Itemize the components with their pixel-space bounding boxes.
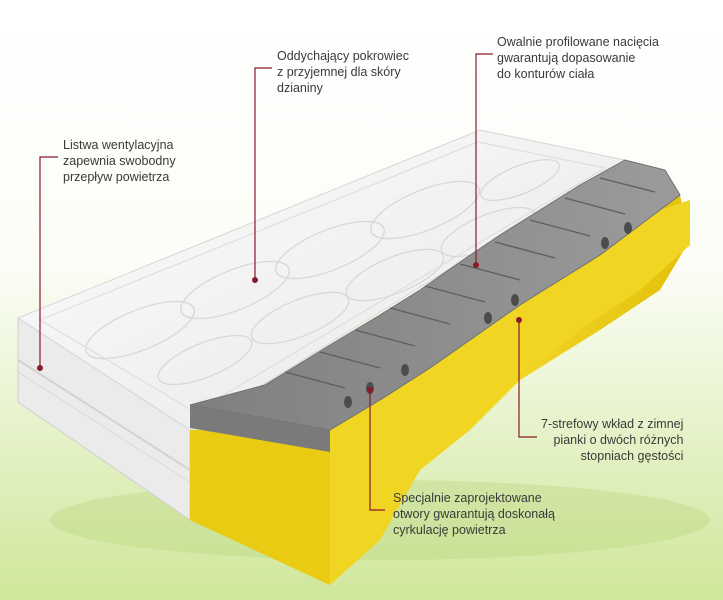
- foam-grey-side: [190, 405, 330, 452]
- callout-zones-line3: stopniach gęstości: [580, 449, 684, 463]
- callout-profile: Owalnie profilowane nacięcia gwarantują …: [497, 34, 659, 82]
- foam-yellow-wave: [330, 200, 690, 585]
- leader-dots: [37, 262, 522, 393]
- leader-lines: [39, 53, 537, 511]
- callout-ventilation: Listwa wentylacyjna zapewnia swobodny pr…: [63, 137, 176, 185]
- callout-holes-line3: cyrkulację powietrza: [393, 523, 506, 537]
- foam-yellow-side: [190, 430, 330, 585]
- callout-ventilation-line1: Listwa wentylacyjna: [63, 138, 174, 152]
- leader-ventilation: [39, 156, 58, 368]
- callout-zones: 7-strefowy wkład z zimnej pianki o dwóch…: [541, 416, 683, 464]
- callout-profile-line2: gwarantują dopasowanie: [497, 51, 636, 65]
- leader-cover: [254, 67, 272, 280]
- callout-holes-line1: Specjalnie zaprojektowane: [393, 491, 542, 505]
- ventilation-strip-seam-2: [17, 371, 191, 483]
- leader-holes: [369, 390, 385, 511]
- callout-ventilation-line2: zapewnia swobodny: [63, 154, 176, 168]
- callout-ventilation-line3: przepływ powietrza: [63, 170, 170, 184]
- callout-holes: Specjalnie zaprojektowane otwory gwarant…: [393, 490, 555, 538]
- foam-profile-cuts: [284, 177, 656, 389]
- callout-profile-line1: Owalnie profilowane nacięcia: [497, 35, 659, 49]
- leader-profile: [475, 53, 493, 265]
- leader-zones: [518, 320, 537, 438]
- callout-cover: Oddychający pokrowiec z przyjemnej dla s…: [277, 48, 409, 96]
- callout-cover-line1: Oddychający pokrowiec: [277, 49, 410, 63]
- callout-holes-line2: otwory gwarantują doskonałą: [393, 507, 555, 521]
- cover-quilting: [85, 158, 560, 386]
- callout-zones-line1: 7-strefowy wkład z zimnej: [541, 417, 684, 431]
- ventilation-strip-seam: [17, 359, 191, 471]
- cover-top-inner: [38, 141, 607, 413]
- callout-cover-line2: z przyjemnej dla skóry: [277, 65, 401, 79]
- callout-cover-line3: dzianiny: [277, 81, 323, 95]
- callout-profile-line3: do konturów ciała: [497, 67, 595, 81]
- callout-zones-line2: pianki o dwóch różnych: [553, 433, 684, 447]
